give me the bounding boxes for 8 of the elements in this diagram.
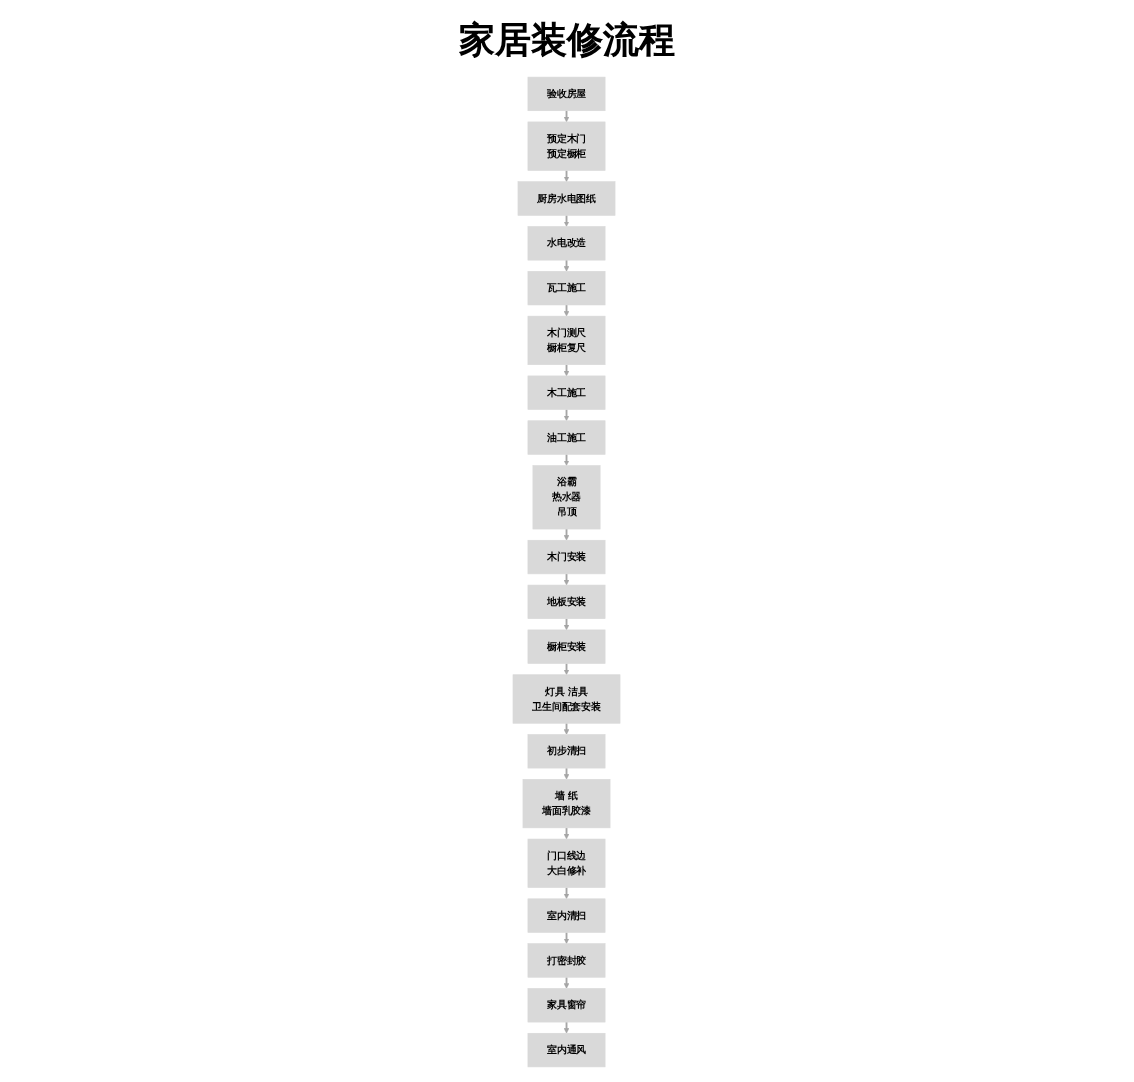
diagram-title: 家居装修流程 (457, 18, 677, 64)
arrow (564, 169, 570, 182)
arrow (564, 259, 570, 272)
arrow (564, 662, 570, 675)
arrow (564, 572, 570, 586)
arrow (564, 363, 570, 377)
arrow (564, 453, 570, 466)
arrow (564, 767, 570, 780)
